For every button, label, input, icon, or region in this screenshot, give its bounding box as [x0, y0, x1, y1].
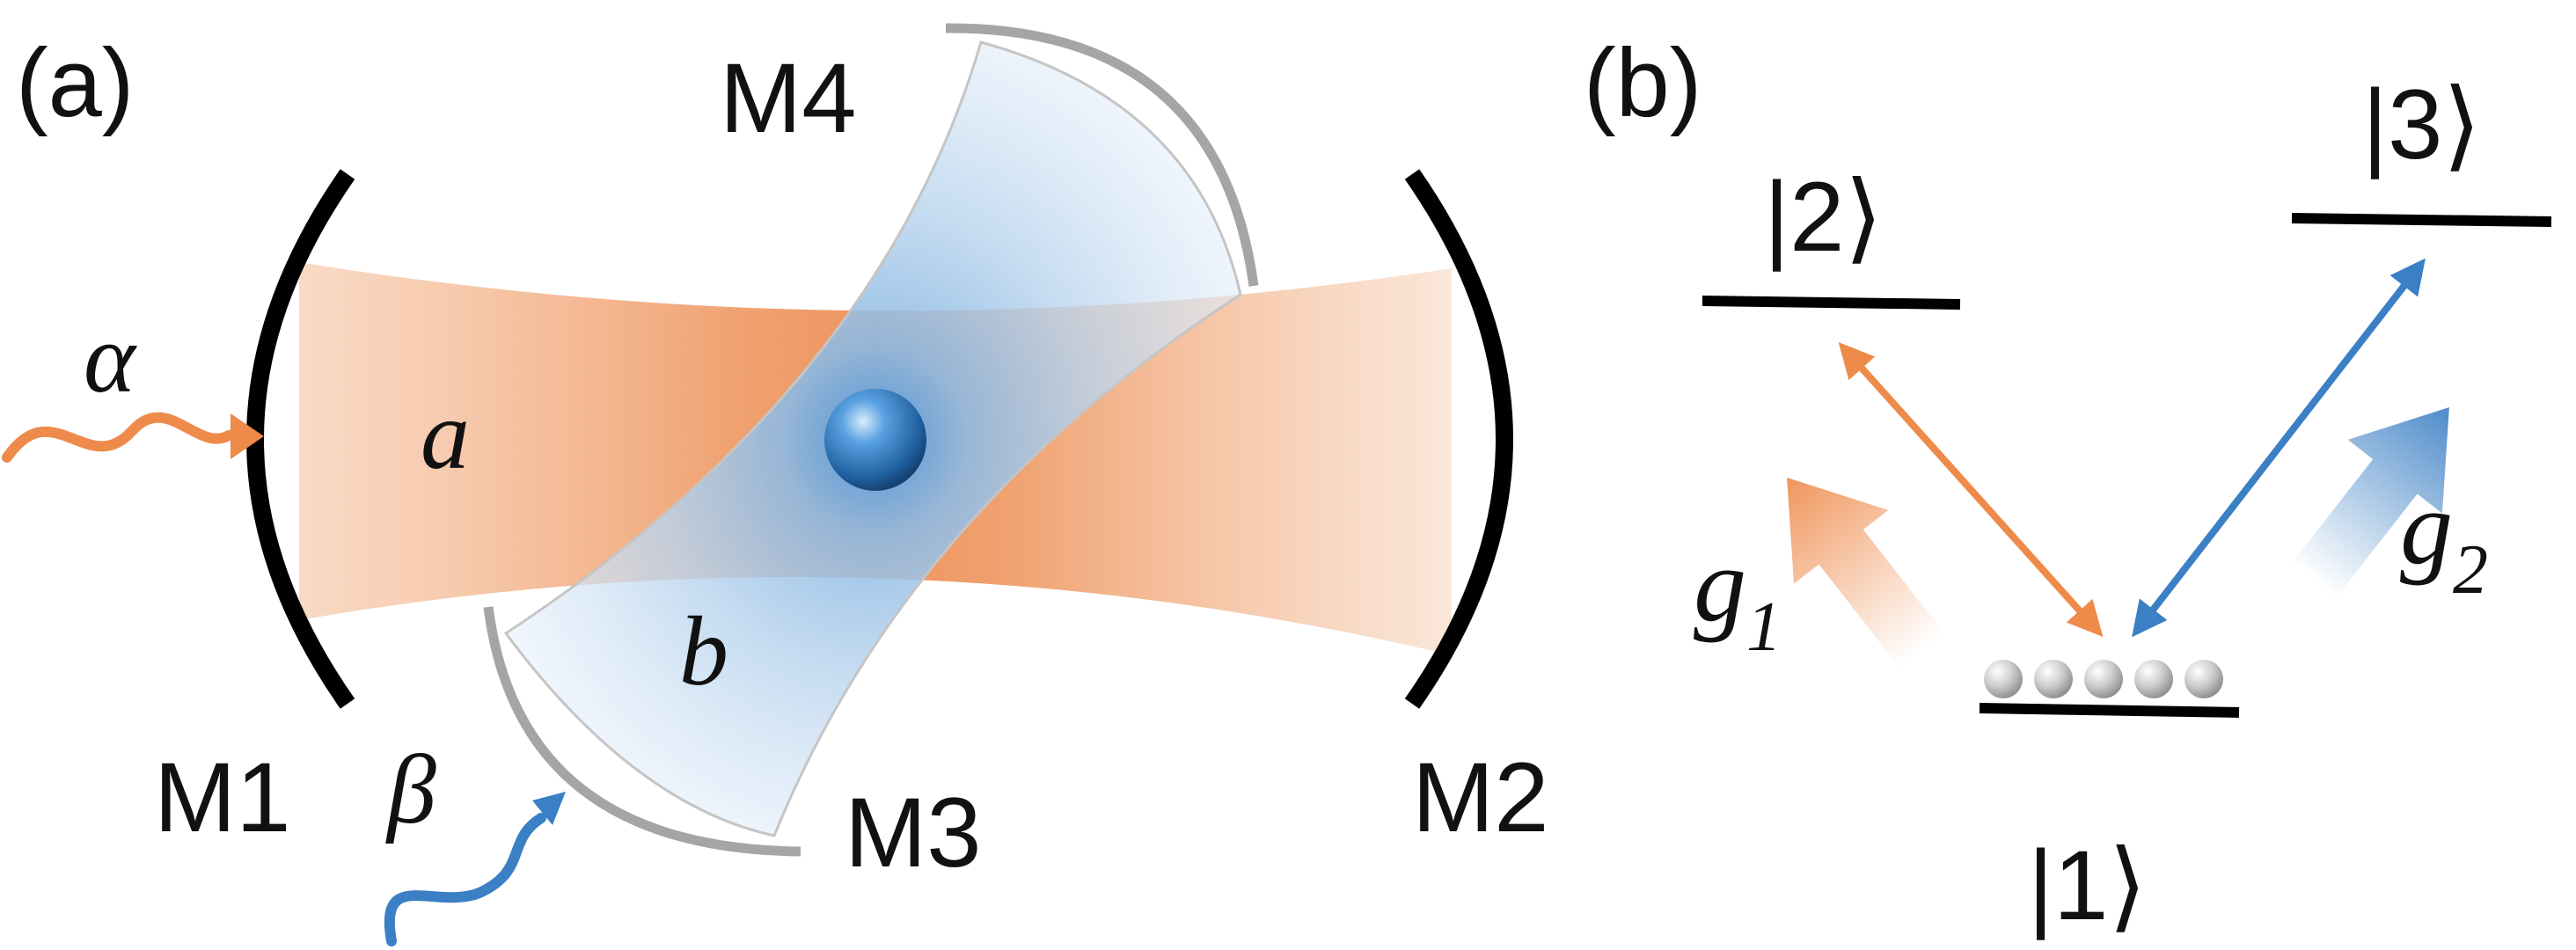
ground-atom: [2084, 660, 2123, 698]
atom: [824, 389, 926, 491]
level-label-2: |2⟩: [1764, 162, 1883, 272]
drive-label-beta: β: [385, 735, 436, 844]
level-label-1: |1⟩: [2028, 830, 2147, 940]
drive-label-alpha: α: [84, 304, 137, 413]
coupling-g1-arrow: [1787, 477, 1945, 669]
mirror-label-m2: M2: [1412, 742, 1549, 852]
panel-b-label: (b): [1584, 29, 1701, 137]
mirror-m2: [1404, 169, 1513, 709]
mirror-m4: [945, 23, 1259, 287]
energy-level-2: [1701, 296, 1961, 310]
panel-a-label: (a): [16, 29, 134, 137]
coupling-g1-subscript: 1: [1746, 588, 1782, 666]
coupling-g1-symbol: g: [1694, 526, 1746, 643]
mode-label-a: a: [421, 381, 470, 490]
drive-beta-arrowhead: [532, 792, 566, 825]
energy-level-1: [1979, 703, 2240, 718]
transition-1-2-arrow: [1838, 342, 2104, 637]
energy-level-3: [2291, 213, 2552, 227]
mirror-m3: [483, 606, 801, 857]
drive-alpha-arrowhead: [231, 413, 264, 459]
coupling-label-g1: g1: [1694, 526, 1782, 666]
ground-atom: [2034, 660, 2073, 698]
coupling-g2-arrow: [2291, 406, 2449, 598]
mode-label-b: b: [679, 597, 728, 706]
coupling-g2-symbol: g: [2400, 469, 2453, 586]
ground-state-atoms: [1984, 660, 2223, 698]
mirror-label-m4: M4: [720, 43, 857, 153]
drive-alpha-wave: [2, 412, 234, 463]
ground-atom: [1984, 660, 2023, 698]
transition-1-3-arrow: [2132, 258, 2426, 638]
drive-beta-wave: [384, 813, 546, 946]
mirror-label-m1: M1: [154, 742, 291, 852]
mirror-label-m3: M3: [845, 778, 982, 888]
coupling-g2-subscript: 2: [2453, 531, 2488, 609]
coupling-label-g2: g2: [2400, 469, 2488, 609]
ground-atom: [2184, 660, 2223, 698]
level-label-3: |3⟩: [2362, 69, 2481, 179]
ground-atom: [2134, 660, 2173, 698]
